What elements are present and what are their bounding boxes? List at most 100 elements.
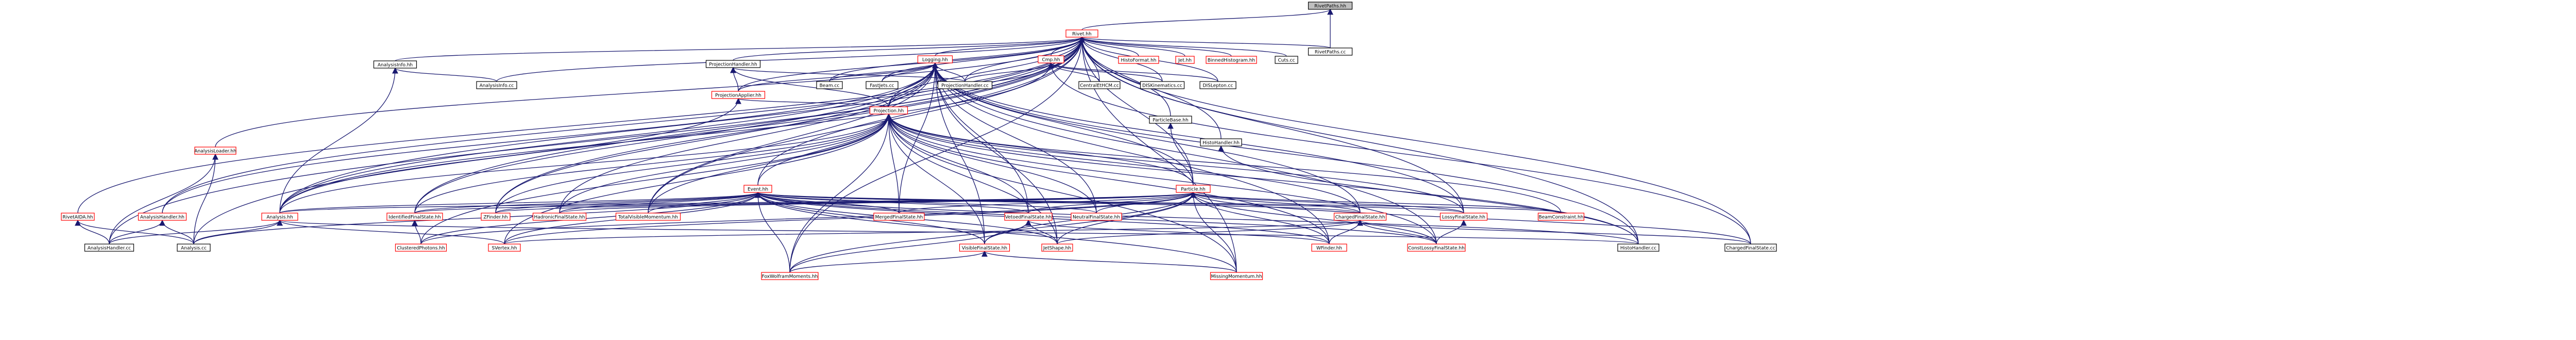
edge-logging_hh-to-neutralfinalstate_hh — [932, 62, 1097, 214]
node-centralethcm-cc[interactable]: CentralEtHCM.cc — [1078, 81, 1121, 89]
node-projection-hh[interactable]: Projection.hh — [869, 106, 908, 115]
node-jetshape-hh[interactable]: JetShape.hh — [1041, 244, 1073, 252]
node-analysisloader-hh[interactable]: AnalysisLoader.hh — [194, 147, 236, 155]
node-label: RivetAIDA.hh — [63, 215, 93, 220]
node-histohandler-cc[interactable]: HistoHandler.cc — [1617, 244, 1659, 252]
node-box — [1308, 47, 1353, 56]
edge-rivet_hh-to-totalvisiblemomentum_hh — [648, 36, 1085, 214]
node-cuts-cc[interactable]: Cuts.cc — [1275, 56, 1298, 64]
node-mergedfinalstate-hh[interactable]: MergedFinalState.hh — [873, 213, 925, 221]
node-rivetpaths-cc[interactable]: RivetPaths.cc — [1308, 47, 1353, 56]
node-label: CentralEtHCM.cc — [1080, 84, 1119, 89]
node-identifiedfinalstate-hh[interactable]: IdentifiedFinalState.hh — [386, 213, 443, 221]
edge-histohandler_hh-to-histohandler_cc — [1218, 145, 1639, 245]
edge-particle_hh-to-hadronicfinalstate_hh — [559, 191, 1196, 214]
node-label: MissingMomentum.hh — [1211, 274, 1262, 280]
node-logging-hh[interactable]: Logging.hh — [917, 55, 953, 63]
node-box — [395, 244, 447, 252]
node-diskinematics-cc[interactable]: DISKinematics.cc — [1140, 81, 1185, 89]
node-label: HistoHandler.hh — [1202, 141, 1240, 146]
node-box — [1118, 56, 1159, 64]
edge-rivet_hh-to-fastjets_cc — [882, 36, 1085, 82]
edge-rivet_hh-to-rivetpaths_cc — [1079, 36, 1331, 48]
node-vetoedfinalstate-hh[interactable]: VetoedFinalState.hh — [1004, 213, 1053, 221]
node-beamconstraint-hh[interactable]: BeamConstraint.hh — [1537, 213, 1585, 221]
edge-chargedfinalstate_hh-to-sivertex_hh — [504, 219, 1363, 245]
node-analysis-hh[interactable]: Analysis.hh — [261, 213, 298, 221]
node-label: ChargedFinalState.cc — [1726, 246, 1775, 251]
node-hadronicfinalstate-hh[interactable]: HadronicFinalState.hh — [532, 213, 587, 221]
edge-visiblefinalstate_hh-to-foxwolframmoments_hh — [789, 250, 988, 273]
node-analysishandler-cc[interactable]: AnalysisHandler.cc — [84, 244, 134, 252]
node-visiblefinalstate-hh[interactable]: VisibleFinalState.hh — [959, 244, 1010, 252]
edge-projection_hh-to-histohandler_cc — [886, 113, 1639, 245]
edge-particle_hh-to-wfinder_hh — [1190, 191, 1330, 245]
edge-identifiedfinalstate_hh-to-clusteredphotons_hh — [412, 219, 421, 245]
node-box — [1206, 56, 1257, 64]
node-projectionapplier-hh[interactable]: ProjectionApplier.hh — [711, 91, 766, 99]
node-box — [959, 244, 1010, 252]
node-histohandler-hh[interactable]: HistoHandler.hh — [1200, 138, 1242, 147]
edge-event_hh-to-zfinder_hh — [495, 191, 761, 214]
edge-particlebase_hh-to-particle_hh — [1167, 122, 1194, 186]
edge-event_hh-to-totalvisiblemomentum_hh — [648, 191, 761, 214]
node-rivetpaths-hh[interactable]: RivetPaths.hh — [1308, 2, 1353, 10]
node-chargedfinalstate-hh[interactable]: ChargedFinalState.hh — [1333, 213, 1387, 221]
edge-projection_hh-to-clusteredphotons_hh — [420, 113, 892, 245]
node-fastjets-cc[interactable]: FastJets.cc — [866, 81, 899, 89]
node-label: RivetPaths.hh — [1314, 4, 1346, 9]
node-event-hh[interactable]: Event.hh — [743, 185, 772, 193]
edge-projection_hh-to-totalvisiblemomentum_hh — [648, 113, 892, 214]
node-label: Projection.hh — [874, 109, 904, 114]
edge-rivet_hh-to-analysisloader_hh — [215, 36, 1085, 148]
node-dislepton-cc[interactable]: DISLepton.cc — [1199, 81, 1236, 89]
node-foxwolframmoments-hh[interactable]: FoxWolframMoments.hh — [761, 272, 819, 280]
edge-analysisloader_hh-to-analysishandler_cc — [109, 153, 218, 245]
node-label: Jet.hh — [1178, 58, 1192, 63]
node-cmp-hh[interactable]: Cmp.hh — [1038, 55, 1064, 63]
node-totalvisiblemomentum-hh[interactable]: TotalVisibleMomentum.hh — [615, 213, 681, 221]
node-neutralfinalstate-hh[interactable]: NeutralFinalState.hh — [1071, 213, 1122, 221]
node-missingmomentum-hh[interactable]: MissingMomentum.hh — [1210, 272, 1263, 280]
node-box — [743, 185, 772, 193]
node-label: HistoFormat.hh — [1121, 58, 1157, 63]
node-box — [488, 244, 521, 252]
node-jet-hh[interactable]: Jet.hh — [1175, 56, 1195, 64]
node-particlebase-hh[interactable]: ParticleBase.hh — [1149, 116, 1192, 124]
edge-projection_hh-to-sivertex_hh — [504, 113, 892, 245]
edge-logging_hh-to-identifiedfinalstate_hh — [414, 62, 938, 214]
edge-particle_hh-to-mergedfinalstate_hh — [899, 191, 1196, 214]
node-rivet-hh[interactable]: Rivet.hh — [1065, 29, 1098, 38]
node-chargedfinalstate-cc[interactable]: ChargedFinalState.cc — [1724, 244, 1777, 252]
edge-particle_hh-to-jetshape_hh — [1057, 191, 1196, 245]
edge-vetoedfinalstate_hh-to-wfinder_hh — [1025, 219, 1330, 245]
node-box — [84, 244, 134, 252]
node-analysishandler-hh[interactable]: AnalysisHandler.hh — [138, 213, 187, 221]
node-histoformat-hh[interactable]: HistoFormat.hh — [1118, 56, 1159, 64]
node-beam-cc[interactable]: Beam.cc — [816, 81, 843, 89]
node-zfinder-hh[interactable]: ZFinder.hh — [481, 213, 511, 221]
node-projectionhandler-hh[interactable]: ProjectionHandler.hh — [705, 60, 761, 68]
node-label: Analysis.hh — [266, 215, 293, 220]
edge-event_hh-to-neutralfinalstate_hh — [755, 191, 1097, 214]
node-sivertex-hh[interactable]: SVertex.hh — [488, 244, 521, 252]
edge-particle_hh-to-beamconstraint_hh — [1190, 191, 1562, 214]
node-analysisinfo-cc[interactable]: AnalysisInfo.cc — [476, 81, 517, 89]
edge-projectionhandler_hh-to-projectionapplier_hh — [730, 67, 739, 92]
node-analysis-cc[interactable]: Analysis.cc — [177, 244, 211, 252]
node-rivetaida-hh[interactable]: RivetAIDA.hh — [61, 213, 95, 221]
edge-event_hh-to-chargedfinalstate_hh — [755, 191, 1361, 214]
node-projectionhandler-cc[interactable]: ProjectionHandler.cc — [937, 81, 993, 89]
node-particle-hh[interactable]: Particle.hh — [1176, 185, 1211, 193]
node-lossyfinalstate-hh[interactable]: LossyFinalState.hh — [1439, 213, 1488, 221]
node-analysisinfo-hh[interactable]: AnalysisInfo.hh — [373, 60, 417, 69]
node-wfinder-hh[interactable]: WFinder.hh — [1311, 244, 1347, 252]
node-binnedhistogram-hh[interactable]: BinnedHistogram.hh — [1206, 56, 1257, 64]
node-box — [194, 147, 236, 155]
edge-analysisinfo_hh-to-analysisinfo_cc — [392, 67, 497, 82]
edge-projection_hh-to-neutralfinalstate_hh — [886, 113, 1097, 214]
edge-analysishandler_hh-to-analysishandler_cc — [109, 219, 165, 245]
node-clusteredphotons-hh[interactable]: ClusteredPhotons.hh — [395, 244, 447, 252]
node-constlossyfinalstate-hh[interactable]: ConstLossyFinalState.hh — [1407, 244, 1466, 252]
node-label: RivetPaths.cc — [1315, 50, 1346, 55]
